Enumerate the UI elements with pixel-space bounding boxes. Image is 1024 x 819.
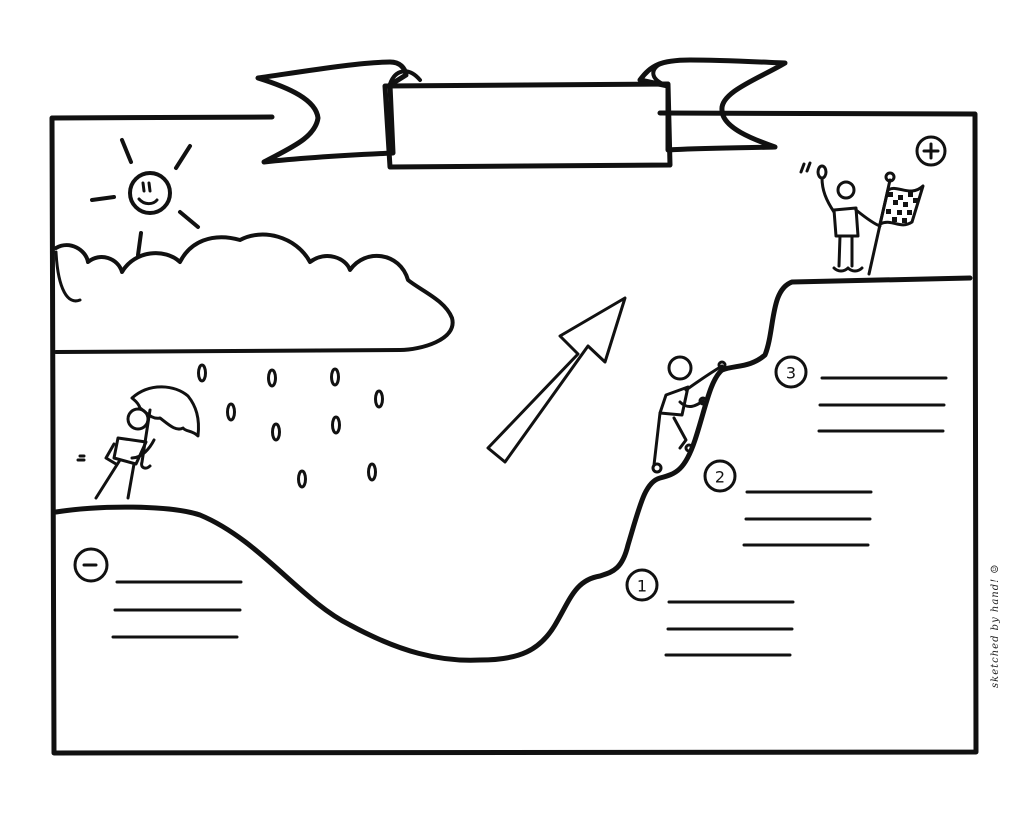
climber-icon [651,355,727,474]
step-marker-3: 3 [774,355,808,389]
step-number-3: 3 [786,364,796,383]
step-marker-2: 2 [703,459,737,493]
sun-icon [90,138,200,257]
person-with-umbrella-icon [76,385,200,500]
banner-title[interactable] [392,86,666,166]
landscape-curve [53,275,973,663]
step-number-2: 2 [715,468,725,487]
rain-cloud-icon [54,232,455,354]
step-number-1: 1 [637,577,647,596]
frame [49,110,979,756]
raindrops [197,363,384,489]
step-1-note-lines [664,600,795,657]
step-2-note-lines [742,490,873,547]
positive-marker [915,135,947,167]
negative-marker [73,547,109,583]
checkered-flag-icon [867,171,925,276]
title-banner [255,57,788,170]
signature: sketched by hand! ☺ [990,563,1001,688]
negative-note-lines [111,580,243,639]
summit-person-icon [799,161,882,273]
step-3-note-lines [817,376,948,433]
upward-arrow-icon [486,296,627,464]
step-marker-1: 1 [625,568,659,602]
